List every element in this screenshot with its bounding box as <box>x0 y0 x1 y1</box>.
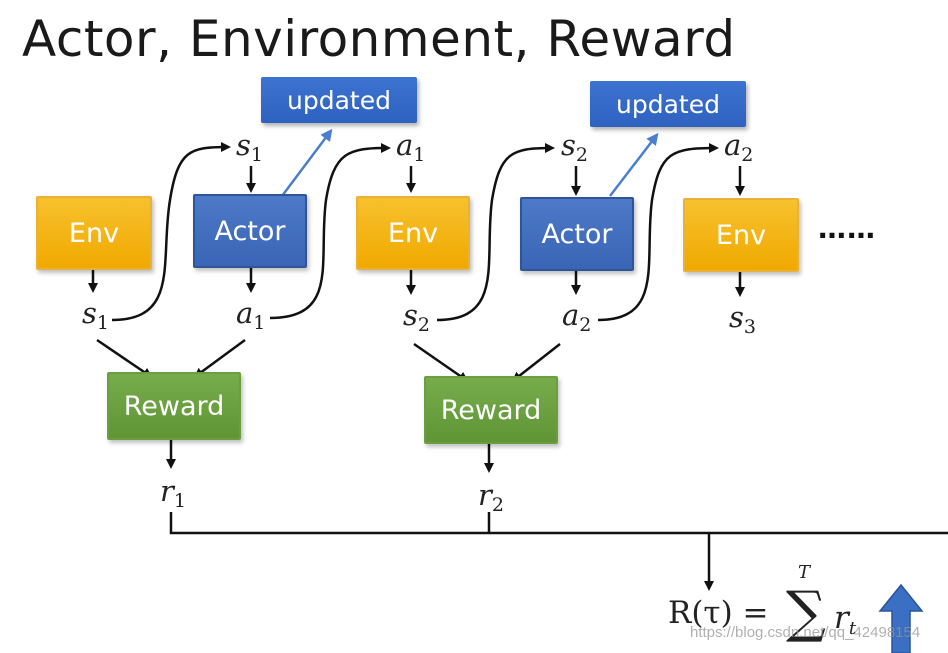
reward-box-1: Reward <box>107 372 241 440</box>
curve-a1 <box>269 143 391 320</box>
arrow-a1-to-reward1 <box>193 338 246 378</box>
reward-box-2: Reward <box>424 376 558 444</box>
s2-bottom-label: s2 <box>403 298 430 336</box>
sum-bus-line <box>169 512 948 535</box>
a2-top-label: a2 <box>724 128 754 166</box>
curve-a2 <box>597 143 719 322</box>
s2-top-label: s2 <box>561 128 588 166</box>
arrow-actor2-to-updated <box>609 132 659 197</box>
watermark: https://blog.csdn.net/qq_42498154 <box>690 624 921 641</box>
s3-bottom-label: s3 <box>729 300 756 338</box>
return-formula-lhs: R(τ) = <box>668 595 769 631</box>
s1-top-label: s1 <box>236 128 263 166</box>
actor-box-2: Actor <box>520 197 634 271</box>
slide-title: Actor, Environment, Reward <box>22 10 736 68</box>
r2-label: r2 <box>478 478 504 516</box>
curve-s1 <box>111 142 231 322</box>
env-box-3: Env <box>683 198 799 272</box>
updated-box-1: updated <box>261 77 417 123</box>
s1-bottom-label: s1 <box>82 296 109 334</box>
ellipsis: …… <box>818 212 876 245</box>
curve-s2 <box>436 143 555 322</box>
a1-top-label: a1 <box>396 128 426 166</box>
arrow-s2-to-reward2 <box>413 342 469 382</box>
r1-label: r1 <box>160 474 186 512</box>
actor-box-1: Actor <box>193 194 307 268</box>
arrow-actor1-to-updated <box>281 128 333 197</box>
arrow-s1-to-reward1 <box>96 338 153 378</box>
sum-term: rt <box>834 600 857 639</box>
updated-box-2: updated <box>590 81 746 127</box>
a2-bottom-label: a2 <box>562 298 592 336</box>
up-arrow-icon <box>878 583 924 653</box>
sum-symbol: ∑ <box>786 580 826 645</box>
arrow-a2-to-reward2 <box>511 343 561 382</box>
sum-upper-limit: T <box>798 562 811 583</box>
a1-bottom-label: a1 <box>236 296 266 334</box>
env-box-2: Env <box>356 196 470 270</box>
env-box-1: Env <box>36 196 152 270</box>
